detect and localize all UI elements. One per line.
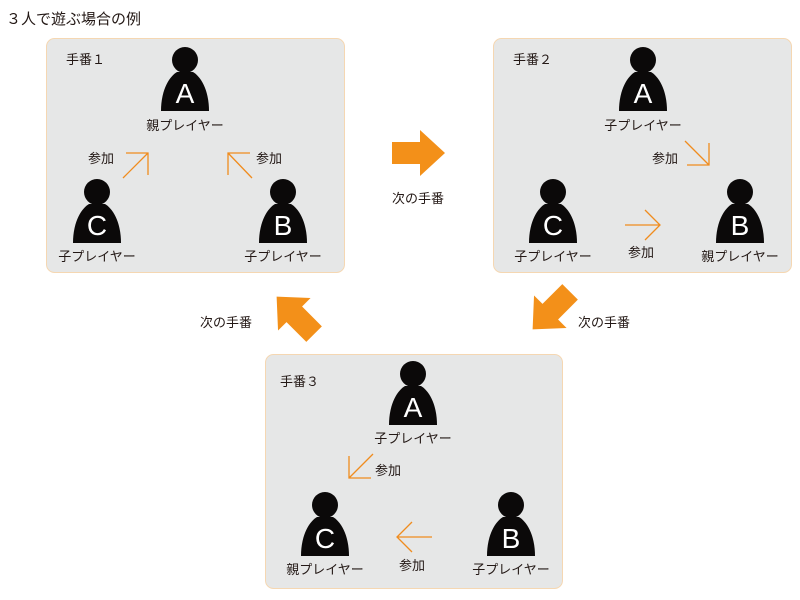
diagram-title: ３人で遊ぶ場合の例: [6, 10, 141, 28]
join-label: 参加: [628, 245, 654, 261]
player-c-role: 親プレイヤー: [286, 563, 364, 578]
svg-text:C: C: [543, 210, 563, 241]
svg-text:A: A: [634, 78, 653, 109]
svg-text:B: B: [731, 210, 750, 241]
player-b-role: 子プレイヤー: [244, 250, 322, 265]
svg-text:A: A: [404, 392, 423, 423]
join-arrow-icon: [625, 209, 661, 241]
join-label: 参加: [88, 151, 114, 167]
panel-title: 手番１: [66, 53, 105, 68]
join-arrow-icon: [684, 140, 710, 166]
player-a-figure: A: [389, 361, 437, 425]
next-turn-arrow-1-to-2: 次の手番: [392, 130, 445, 207]
next-turn-arrow-2-to-3: 次の手番: [516, 275, 630, 346]
player-b-role: 子プレイヤー: [472, 563, 550, 578]
player-c-figure: C: [301, 492, 349, 556]
join-arrow-icon: [122, 152, 149, 179]
panel-title: 手番３: [280, 375, 319, 390]
svg-text:C: C: [87, 210, 107, 241]
player-b-figure: B: [487, 492, 535, 556]
player-c-role: 子プレイヤー: [58, 250, 136, 265]
panel-title: 手番２: [513, 53, 552, 68]
right-arrow-icon: [392, 130, 445, 176]
player-c-figure: C: [73, 179, 121, 243]
player-c-figure: C: [529, 179, 577, 243]
svg-text:B: B: [274, 210, 293, 241]
join-label: 参加: [399, 558, 425, 574]
join-label: 参加: [375, 463, 401, 479]
up-left-arrow-icon: [260, 280, 331, 351]
next-turn-arrow-3-to-1: 次の手番: [200, 280, 331, 351]
player-b-role: 親プレイヤー: [701, 250, 779, 265]
join-label: 参加: [256, 151, 282, 167]
player-a-figure: A: [619, 47, 667, 111]
svg-text:A: A: [176, 78, 195, 109]
panel-turn-2: 手番２ A 子プレイヤー C 子プレイヤー B 親プレイヤー 参加 参加: [493, 38, 792, 273]
svg-text:C: C: [315, 523, 335, 554]
player-b-figure: B: [259, 179, 307, 243]
join-arrow-icon: [227, 152, 253, 179]
player-a-role: 親プレイヤー: [146, 119, 224, 134]
join-arrow-icon: [396, 521, 432, 553]
player-a-figure: A: [161, 47, 209, 111]
join-label: 参加: [652, 151, 678, 167]
player-c-role: 子プレイヤー: [514, 250, 592, 265]
player-b-figure: B: [716, 179, 764, 243]
player-a-role: 子プレイヤー: [374, 432, 452, 447]
next-turn-label: 次の手番: [392, 191, 444, 207]
down-left-arrow-icon: [516, 275, 587, 346]
panel-turn-1: 手番１ A 親プレイヤー C 子プレイヤー B 子プレイヤー 参加 参加: [46, 38, 345, 273]
svg-text:B: B: [502, 523, 521, 554]
join-arrow-icon: [348, 453, 374, 479]
player-a-role: 子プレイヤー: [604, 119, 682, 134]
panel-turn-3: 手番３ A 子プレイヤー C 親プレイヤー B 子プレイヤー 参加 参加: [265, 354, 563, 589]
next-turn-label: 次の手番: [200, 315, 252, 331]
next-turn-label: 次の手番: [578, 315, 630, 331]
